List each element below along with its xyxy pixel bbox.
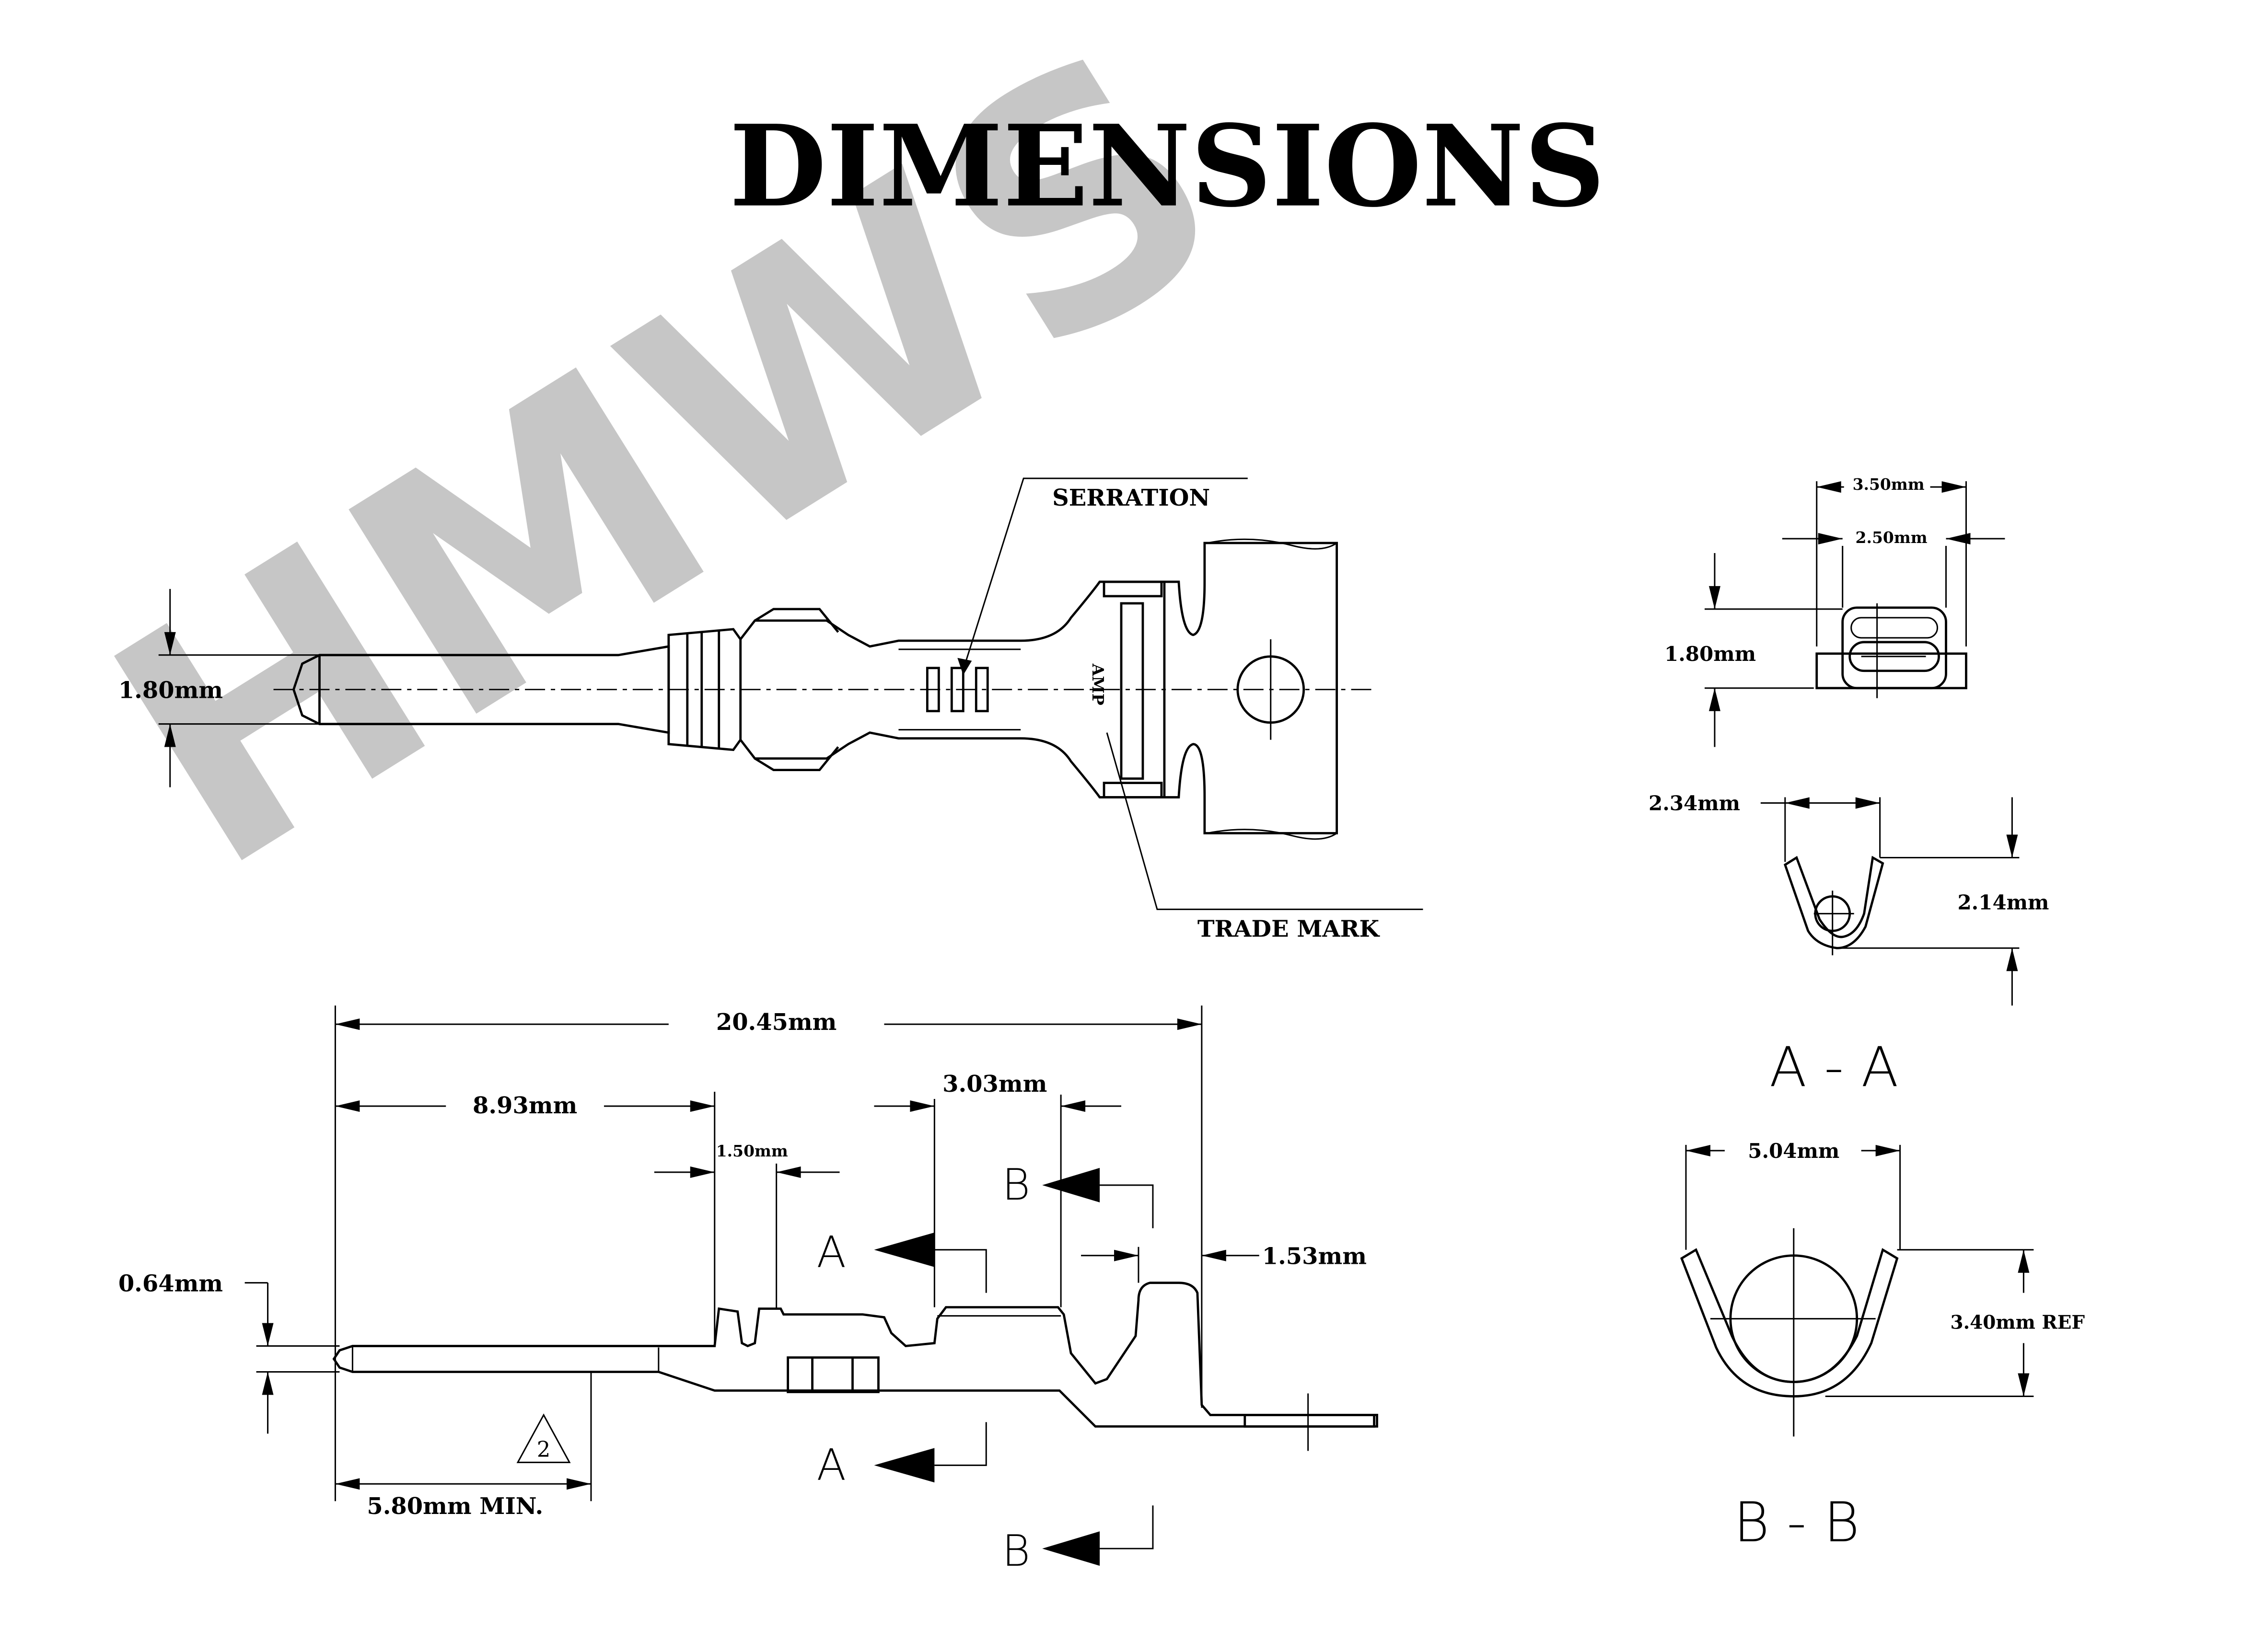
section-b-marker-top: B: [1002, 1160, 1030, 1210]
top-view: AMP SERRATION TRADE MARK 1.80mm: [118, 477, 1423, 942]
serration-label: SERRATION: [1052, 485, 1210, 511]
section-bb: 5.04mm 3.40mm REF B - B: [1680, 1139, 2085, 1554]
section-bb-label: B - B: [1733, 1490, 1859, 1554]
thickness-dim: 0.64mm: [118, 1271, 223, 1297]
end-height-dim: 1.80mm: [1664, 642, 1756, 666]
side-view: 20.45mm 8.93mm 1.50mm 3.03mm 1.53mm: [118, 1005, 1378, 1576]
wire-crimp-dim: 3.03mm: [942, 1071, 1047, 1097]
gap-dim: 1.50mm: [716, 1142, 788, 1160]
insulation-crimp-dim: 1.53mm: [1262, 1243, 1367, 1270]
note-number: 2: [537, 1436, 551, 1462]
end-width-outer-dim: 3.50mm: [1853, 475, 1925, 494]
section-bb-width-dim: 5.04mm: [1748, 1139, 1839, 1163]
pin-length-dim: 8.93mm: [473, 1092, 577, 1119]
section-aa: 2.34mm 2.14mm A - A: [1649, 792, 2049, 1099]
min-length-dim: 5.80mm MIN.: [367, 1493, 543, 1520]
pin-diameter-dim: 1.80mm: [118, 677, 223, 704]
end-width-inner-dim: 2.50mm: [1856, 528, 1928, 547]
section-b-marker-bottom: B: [1002, 1526, 1030, 1576]
trade-mark-label: TRADE MARK: [1197, 915, 1381, 942]
trade-mark-text: AMP: [1089, 663, 1107, 705]
page-title: DIMENSIONS: [729, 101, 1605, 232]
section-bb-height-dim: 3.40mm REF: [1951, 1312, 2085, 1334]
end-view: 3.50mm 2.50mm 1.80mm: [1664, 475, 2005, 747]
section-a-marker-bottom: A: [817, 1440, 847, 1490]
overall-length-dim: 20.45mm: [716, 1009, 837, 1036]
section-aa-height-dim: 2.14mm: [1957, 890, 2049, 914]
section-aa-label: A - A: [1769, 1035, 1898, 1099]
section-aa-width-dim: 2.34mm: [1649, 792, 1740, 815]
section-a-marker-top: A: [817, 1228, 847, 1278]
